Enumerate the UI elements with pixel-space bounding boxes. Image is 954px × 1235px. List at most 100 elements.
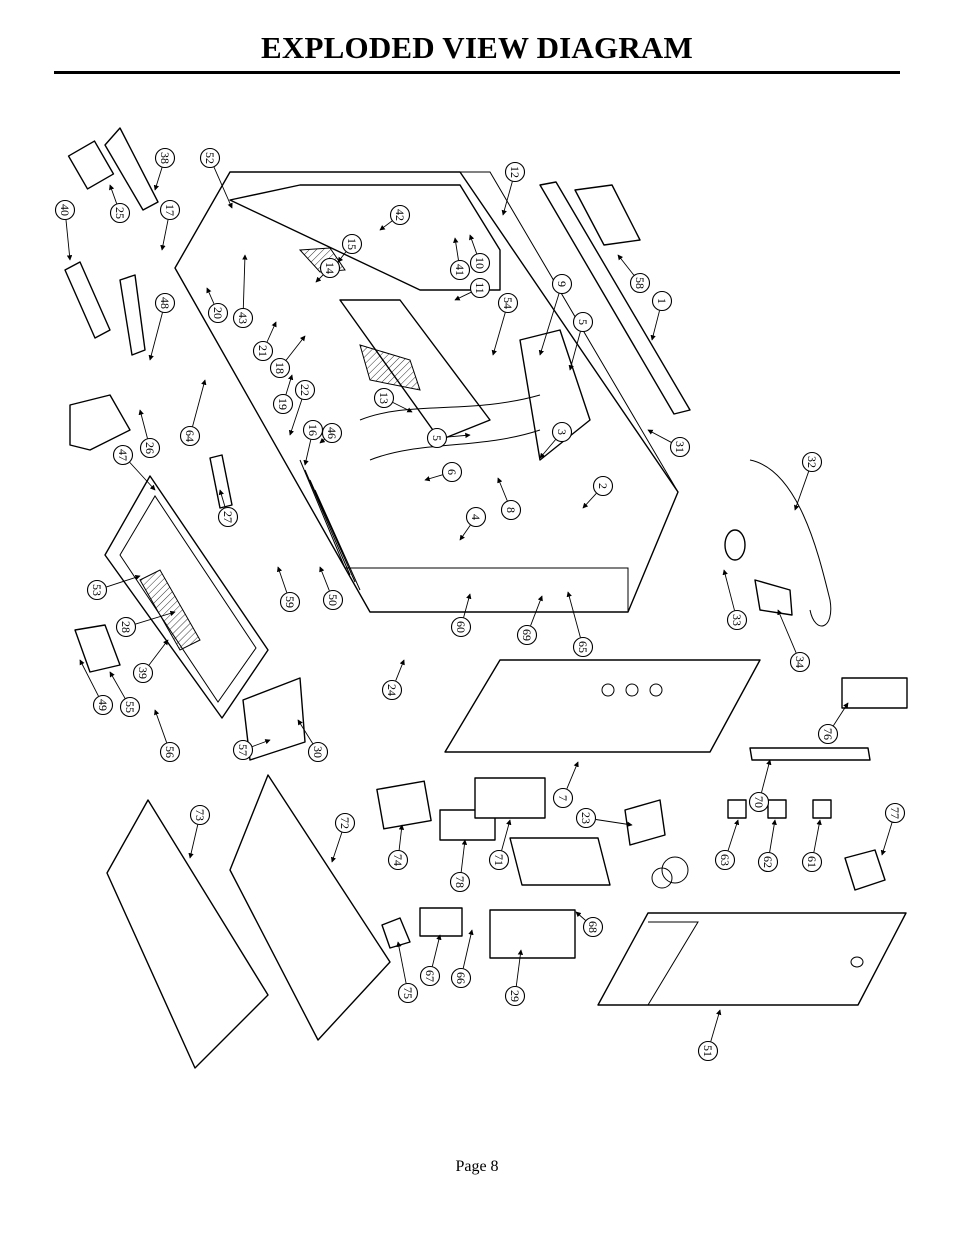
callout-bubble-64 xyxy=(179,425,201,447)
callout-bubble-53 xyxy=(86,579,108,601)
callout-label-53: 53 xyxy=(90,584,104,596)
callout-42: 42 xyxy=(379,204,411,231)
callout-4: 4 xyxy=(459,506,487,541)
callout-38: 38 xyxy=(153,147,176,191)
callout-bubble-6 xyxy=(441,461,463,483)
callout-71: 71 xyxy=(488,819,512,871)
callout-label-18: 18 xyxy=(273,362,287,374)
callout-bubble-23 xyxy=(575,807,597,829)
callout-label-62: 62 xyxy=(761,856,775,868)
callout-bubble-3 xyxy=(551,421,573,443)
callout-label-28: 28 xyxy=(119,621,133,633)
callout-leader-61 xyxy=(813,819,822,853)
callout-leader-28 xyxy=(135,610,176,625)
callout-label-29: 29 xyxy=(508,990,522,1002)
callout-leader-49 xyxy=(79,659,99,697)
callout-bubble-15 xyxy=(341,233,363,255)
callout-leader-22 xyxy=(288,399,303,436)
callout-bubble-1 xyxy=(651,290,673,312)
callout-bubble-71 xyxy=(488,849,510,871)
callout-leader-30 xyxy=(297,719,314,744)
callout-leader-3 xyxy=(539,439,556,459)
callout-leader-32 xyxy=(794,471,810,511)
callout-22: 22 xyxy=(288,379,316,436)
callout-bubble-68 xyxy=(582,916,604,938)
callout-leader-70 xyxy=(761,759,772,793)
callout-72: 72 xyxy=(330,812,356,863)
callout-29: 29 xyxy=(504,949,526,1007)
callout-label-14: 14 xyxy=(323,262,337,274)
callout-leader-60 xyxy=(463,593,472,618)
callout-leader-11 xyxy=(454,291,472,301)
callout-leader-47 xyxy=(129,462,156,491)
side-panels xyxy=(106,774,391,1069)
callout-label-47: 47 xyxy=(116,449,130,461)
callout-label-27: 27 xyxy=(221,511,235,523)
callout-leader-42 xyxy=(379,220,393,231)
callout-27: 27 xyxy=(217,489,239,528)
callout-label-13: 13 xyxy=(377,392,391,404)
callout-label-64: 64 xyxy=(183,430,197,442)
callout-leader-76 xyxy=(833,702,849,726)
callout-30: 30 xyxy=(297,719,329,763)
callout-7: 7 xyxy=(552,761,579,809)
callout-2: 2 xyxy=(582,475,614,509)
callout-73: 73 xyxy=(188,804,211,859)
callout-11: 11 xyxy=(454,277,491,301)
side-tray xyxy=(104,475,269,719)
callout-bubble-40 xyxy=(54,199,76,221)
callout-10: 10 xyxy=(469,234,491,274)
callout-label-61: 61 xyxy=(805,856,819,868)
callout-34: 34 xyxy=(777,609,811,673)
callout-label-32: 32 xyxy=(805,456,819,468)
callout-47: 47 xyxy=(112,444,156,491)
callout-leader-26 xyxy=(138,409,148,439)
callout-bubble-59 xyxy=(279,591,301,613)
callout-26: 26 xyxy=(138,409,161,459)
callout-bubble-75 xyxy=(397,982,419,1004)
callout-label-23: 23 xyxy=(579,812,593,824)
callout-leader-77 xyxy=(880,822,893,856)
callout-leader-12 xyxy=(501,181,513,216)
callout-label-74: 74 xyxy=(391,854,405,866)
callout-leader-13 xyxy=(392,402,413,413)
callout-leader-43 xyxy=(242,254,248,309)
callout-18: 18 xyxy=(269,335,306,379)
callout-bubble-55 xyxy=(119,696,141,718)
callout-bubble-21 xyxy=(252,340,274,362)
callout-75: 75 xyxy=(396,941,419,1004)
callout-leader-78 xyxy=(460,839,468,873)
callout-bubble-24 xyxy=(381,679,403,701)
callout-leader-18 xyxy=(285,335,306,361)
callout-leader-48 xyxy=(148,312,163,361)
callout-label-6: 6 xyxy=(445,469,459,475)
callout-39: 39 xyxy=(132,639,169,684)
callout-41: 41 xyxy=(449,237,471,281)
callout-16: 16 xyxy=(302,419,324,466)
callout-label-56: 56 xyxy=(163,746,177,758)
callout-label-11: 11 xyxy=(473,282,487,294)
callout-bubble-38 xyxy=(154,147,176,169)
callout-bubble-19 xyxy=(272,393,294,415)
callout-leader-31 xyxy=(647,429,672,443)
callout-61: 61 xyxy=(801,819,823,873)
callout-label-48: 48 xyxy=(158,297,172,309)
callout-bubble-25 xyxy=(109,202,131,224)
callout-leader-59 xyxy=(276,566,288,593)
callout-leader-21 xyxy=(266,321,277,343)
callout-leader-65 xyxy=(566,591,581,638)
callout-bubble-76 xyxy=(817,723,839,745)
callout-leader-17 xyxy=(160,219,169,251)
callout-label-63: 63 xyxy=(718,854,732,866)
callout-leader-46 xyxy=(319,437,326,444)
callout-bubble-63 xyxy=(714,849,736,871)
callout-label-71: 71 xyxy=(492,854,506,866)
callout-label-66: 66 xyxy=(454,972,468,984)
callout-leader-53 xyxy=(106,574,141,588)
callout-label-20: 20 xyxy=(211,307,225,319)
callout-label-49: 49 xyxy=(96,699,110,711)
callout-leader-8 xyxy=(497,477,508,501)
callout-8: 8 xyxy=(497,477,522,521)
callout-bubble-61 xyxy=(801,851,823,873)
title-rule xyxy=(54,71,900,74)
